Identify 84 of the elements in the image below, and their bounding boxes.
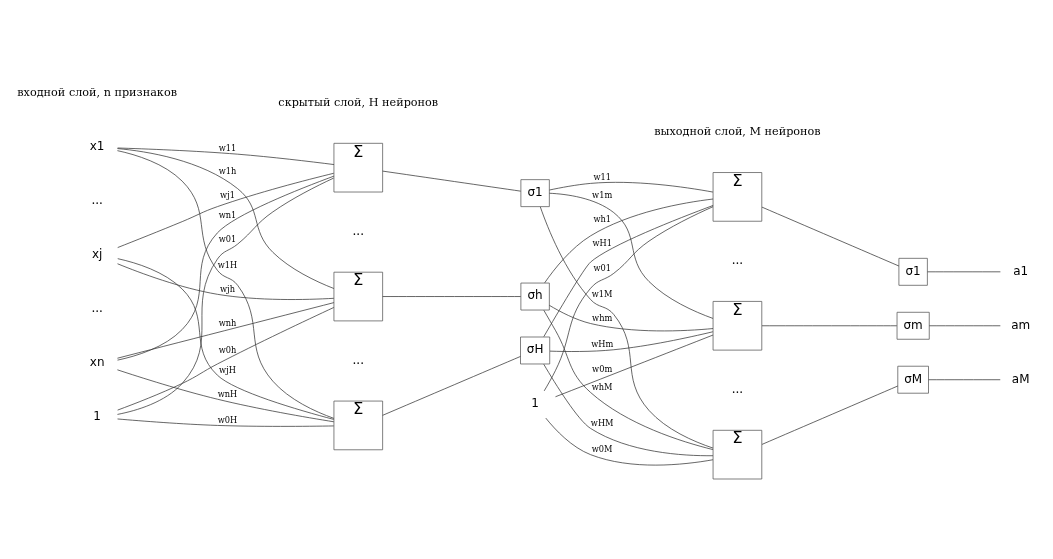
node-text: aM: [1011, 371, 1030, 386]
edge-label: w11: [593, 172, 611, 183]
node-text: 1: [93, 409, 101, 424]
connector: [927, 271, 1001, 273]
node-text: 1: [531, 396, 539, 411]
edge-label: w0M: [591, 444, 613, 455]
connector: [549, 181, 714, 193]
edge-label: wHm: [591, 339, 614, 350]
edge-label: wH1: [592, 238, 612, 249]
connector: [117, 147, 335, 165]
node-box: Σ: [712, 172, 763, 222]
label: ...: [352, 352, 364, 367]
connector: [117, 302, 335, 359]
edge-label: w1M: [591, 289, 613, 300]
edge-label: w0m: [592, 364, 613, 375]
node-text: a1: [1013, 263, 1029, 278]
node-box: Σ: [333, 142, 383, 193]
node-box: σ1: [898, 257, 928, 286]
connector: [117, 175, 335, 361]
edge-label: w1h: [218, 165, 237, 176]
label: ...: [91, 301, 103, 316]
label: ...: [352, 223, 364, 238]
connector: [543, 363, 714, 457]
connector: [545, 417, 714, 466]
connector: [543, 206, 714, 392]
connector: [761, 206, 900, 267]
connector: [539, 206, 714, 449]
connector: [117, 148, 335, 289]
connector: [928, 325, 1001, 327]
node-text: x1: [89, 139, 105, 154]
connector: [117, 369, 335, 423]
connector: [382, 170, 522, 192]
node-box: σH: [520, 336, 551, 365]
node-text: xj: [91, 247, 103, 262]
edge-label: wjh: [220, 283, 235, 294]
node-box: Σ: [712, 429, 763, 480]
connector: [761, 385, 899, 445]
label: входной слой, n признаков: [17, 86, 177, 100]
connector: [549, 331, 714, 352]
connector: [544, 198, 714, 284]
connector: [382, 296, 522, 297]
edge-label: w1m: [592, 190, 613, 201]
edge-label: w0H: [217, 415, 238, 426]
edge-label: w01: [218, 233, 237, 244]
label: ...: [731, 253, 744, 268]
connector: [555, 334, 714, 398]
node-box: Σ: [333, 400, 383, 451]
connector: [382, 356, 521, 416]
connector: [549, 192, 714, 319]
connector: [928, 379, 1001, 381]
connector: [543, 309, 714, 450]
label: выходной слой, M нейронов: [654, 125, 821, 139]
edge-label: wnH: [217, 388, 238, 399]
node-box: σh: [520, 282, 550, 311]
node-text: am: [1011, 317, 1031, 332]
label: ...: [91, 193, 103, 208]
node-box: Σ: [333, 271, 383, 322]
node-box: σ1: [520, 179, 550, 207]
connector: [117, 418, 335, 427]
edge-label: wHM: [590, 418, 614, 429]
edge-label: wnh: [218, 317, 237, 328]
edge-label: w01: [593, 262, 611, 273]
connector: [117, 307, 335, 411]
edge-label: wj1: [220, 190, 235, 201]
edge-label: w11: [218, 143, 237, 154]
label: скрытый слой, H нейронов: [278, 95, 439, 109]
connector: [117, 263, 335, 300]
edge-label: wh1: [593, 214, 611, 225]
node-text: xn: [89, 355, 105, 370]
connector: [549, 304, 714, 332]
node-box: σm: [896, 311, 930, 340]
edge-label: wjH: [219, 364, 236, 375]
edge-label: wn1: [218, 209, 237, 220]
connector: [543, 205, 714, 338]
connector: [117, 258, 335, 420]
edge-label: whM: [591, 382, 613, 393]
edge-label: whm: [592, 313, 613, 324]
edge-label: w1H: [217, 259, 238, 270]
node-box: Σ: [712, 301, 763, 351]
connector: [117, 172, 335, 248]
connector: [761, 325, 898, 327]
label: ...: [731, 382, 744, 397]
edge-label: w0h: [218, 344, 237, 355]
node-box: σM: [897, 365, 929, 394]
